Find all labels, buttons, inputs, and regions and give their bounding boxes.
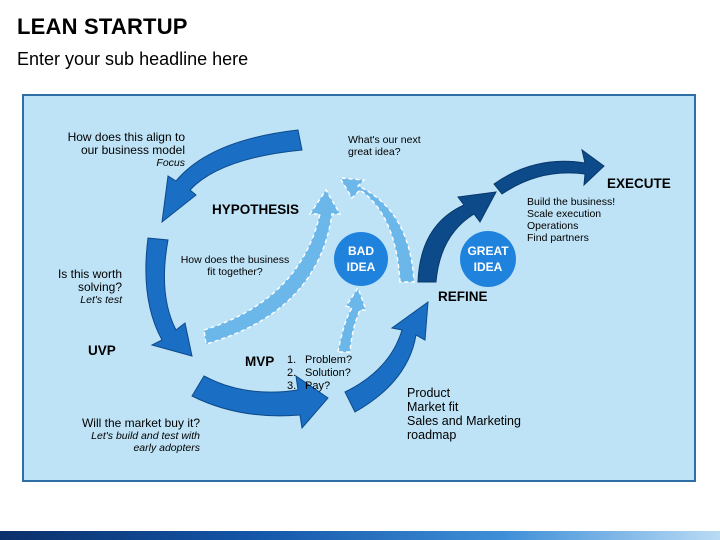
great-idea-circle: GREAT IDEA [460, 231, 516, 287]
bad-idea-circle: BAD IDEA [334, 232, 388, 286]
uvp-note: Let's test [80, 294, 122, 306]
arrow-refine [344, 300, 429, 413]
mvp-step: 1.Problem? [287, 354, 353, 366]
page-title: LEAN STARTUP [17, 14, 188, 39]
arrow-great-idea [417, 191, 497, 283]
mvp-steps: 1.Problem? 2.Solution? 3.Pay? [287, 354, 352, 393]
uvp-question: Is this worth solving? Let's test [30, 268, 122, 307]
page-subtitle: Enter your sub headline here [17, 49, 249, 69]
fit-question: How does the business fit together? [180, 254, 290, 278]
next-idea-question: What's our next great idea? [348, 134, 421, 158]
market-question: Will the market buy it? Let's build and … [40, 417, 200, 455]
mvp-label: MVP [245, 354, 275, 369]
hypothesis-note: Focus [156, 157, 185, 169]
uvp-label: UVP [88, 343, 116, 358]
execute-lines: Build the business! Scale execution Oper… [527, 196, 616, 244]
arrow-uvp [145, 237, 193, 357]
market-note-line-2: early adopters [133, 442, 200, 454]
mvp-step: 3.Pay? [287, 380, 331, 392]
arrow-market [191, 374, 329, 430]
dashed-arrow-fit [203, 188, 342, 345]
footer-gradient-bar [0, 531, 720, 540]
mvp-step: 2.Solution? [287, 367, 351, 379]
execute-label: EXECUTE [607, 176, 671, 191]
hypothesis-question: How does this align to our business mode… [40, 131, 185, 170]
market-note-line-1: Let's build and test with [91, 430, 200, 442]
refine-label: REFINE [438, 289, 488, 304]
arrow-hypothesis [161, 129, 303, 224]
product-lines: Product Market fit Sales and Marketing r… [407, 386, 521, 442]
dashed-arrow-bad-idea [337, 286, 367, 353]
arrow-execute [493, 148, 605, 195]
hypothesis-label: HYPOTHESIS [212, 202, 300, 217]
dashed-arrow-next-idea [338, 177, 415, 283]
